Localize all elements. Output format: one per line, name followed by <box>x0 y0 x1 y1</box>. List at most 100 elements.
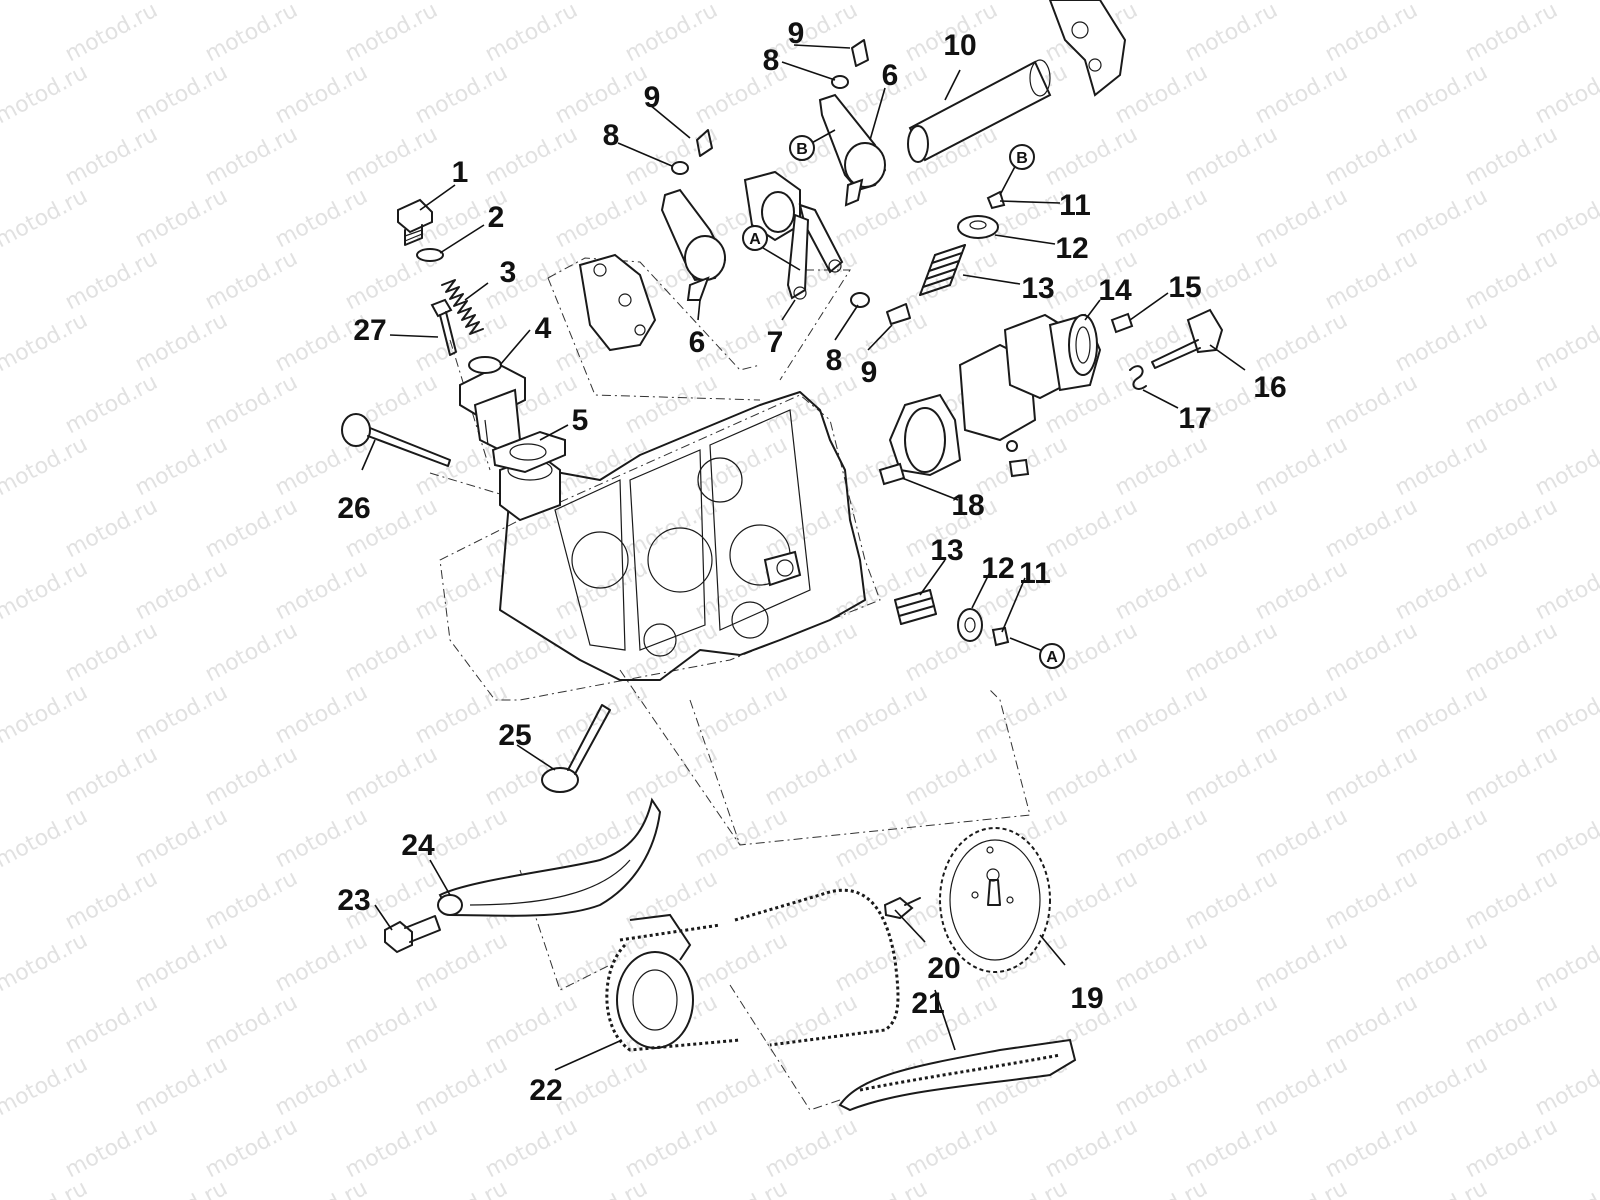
watermark-text: motod.ru <box>1391 308 1492 377</box>
watermark-text: motod.ru <box>691 1176 792 1200</box>
watermark-text: motod.ru <box>0 804 92 873</box>
watermark-text: motod.ru <box>481 0 582 67</box>
watermark-text: motod.ru <box>1531 308 1600 377</box>
callout-6-left: 6 <box>689 326 706 359</box>
watermark-text: motod.ru <box>271 556 372 625</box>
watermark-text: motod.ru <box>831 308 932 377</box>
watermark-text: motod.ru <box>1461 866 1562 935</box>
watermark-text: motod.ru <box>1461 742 1562 811</box>
watermark-text: motod.ru <box>201 990 302 1059</box>
watermark-text: motod.ru <box>621 742 722 811</box>
valve-spring-set-lower <box>894 589 1010 647</box>
watermark-text: motod.ru <box>1531 60 1600 129</box>
watermark-text: motod.ru <box>201 246 302 315</box>
callout-12-lower: 12 <box>981 552 1014 585</box>
watermark-text: motod.ru <box>1041 1114 1142 1183</box>
rocker-support-block <box>578 253 657 352</box>
watermark-text: motod.ru <box>1181 866 1282 935</box>
watermark-text: motod.ru <box>131 60 232 129</box>
watermark-text: motod.ru <box>1111 556 1212 625</box>
watermark-text: motod.ru <box>1251 928 1352 997</box>
watermark-text: motod.ru <box>1251 1052 1352 1121</box>
svg-text:B: B <box>1016 150 1028 167</box>
watermark-text: motod.ru <box>1181 0 1282 67</box>
watermark-text: motod.ru <box>551 1176 652 1200</box>
watermark-text: motod.ru <box>1111 928 1212 997</box>
watermark-text: motod.ru <box>61 0 162 67</box>
spring-clip <box>1129 365 1147 390</box>
callout-5: 5 <box>572 404 589 437</box>
watermark-text: motod.ru <box>341 742 442 811</box>
watermark-text: motod.ru <box>901 742 1002 811</box>
watermark-text: motod.ru <box>341 122 442 191</box>
watermark-text: motod.ru <box>1321 990 1422 1059</box>
watermark-text: motod.ru <box>61 246 162 315</box>
watermark-text: motod.ru <box>831 556 932 625</box>
watermark-text: motod.ru <box>1251 804 1352 873</box>
watermark-text: motod.ru <box>411 680 512 749</box>
callout-8-left: 8 <box>603 119 620 152</box>
watermark-text: motod.ru <box>271 184 372 253</box>
watermark-text: motod.ru <box>61 494 162 563</box>
watermark-text: motod.ru <box>0 432 92 501</box>
watermark-text: motod.ru <box>1531 1052 1600 1121</box>
watermark-text: motod.ru <box>1461 990 1562 1059</box>
watermark-text: motod.ru <box>1111 680 1212 749</box>
watermark-text: motod.ru <box>1321 742 1422 811</box>
watermark-text: motod.ru <box>131 556 232 625</box>
watermark-text: motod.ru <box>131 1176 232 1200</box>
watermark-text: motod.ru <box>61 990 162 1059</box>
watermark-text: motod.ru <box>341 618 442 687</box>
watermark-text: motod.ru <box>1111 432 1212 501</box>
watermark-text: motod.ru <box>761 370 862 439</box>
watermark-text: motod.ru <box>1041 122 1142 191</box>
reference-mark-b-right: B <box>1009 144 1035 170</box>
sprocket-bolt <box>883 896 921 920</box>
tensioner-gasket <box>491 430 566 474</box>
watermark-text: motod.ru <box>0 928 92 997</box>
upper-bracket <box>1048 0 1127 97</box>
watermark-text: motod.ru <box>411 556 512 625</box>
watermark-text: motod.ru <box>971 1176 1072 1200</box>
watermark-text: motod.ru <box>1181 122 1282 191</box>
callout-19: 19 <box>1070 982 1103 1015</box>
watermark-text: motod.ru <box>61 370 162 439</box>
watermark-text: motod.ru <box>691 680 792 749</box>
watermark-text: motod.ru <box>1461 370 1562 439</box>
watermark-text: motod.ru <box>901 1114 1002 1183</box>
watermark-text: motod.ru <box>61 618 162 687</box>
watermark-text: motod.ru <box>1111 804 1212 873</box>
watermark-text: motod.ru <box>201 742 302 811</box>
cylinder-head <box>439 391 881 701</box>
watermark-text: motod.ru <box>1461 122 1562 191</box>
watermark-text: motod.ru <box>761 990 862 1059</box>
watermark-text: motod.ru <box>1251 1176 1352 1200</box>
watermark-text: motod.ru <box>621 1114 722 1183</box>
callout-labels: 1 2 3 27 4 5 26 25 9 8 6 7 8 9 9 8 6 10 … <box>337 17 1286 1107</box>
watermark-text: motod.ru <box>1391 60 1492 129</box>
watermark-text: motod.ru <box>0 680 92 749</box>
callout-13-lower: 13 <box>930 534 963 567</box>
watermark-text: motod.ru <box>831 680 932 749</box>
watermark-text: motod.ru <box>0 556 92 625</box>
guide-bolt <box>384 915 441 954</box>
watermark-text: motod.ru <box>551 432 652 501</box>
watermark-text: motod.ru <box>1251 308 1352 377</box>
watermark-text: motod.ru <box>0 184 92 253</box>
watermark-text: motod.ru <box>201 1114 302 1183</box>
reference-mark-a-upper: A <box>742 225 768 251</box>
watermark-text: motod.ru <box>481 1114 582 1183</box>
intake-valve <box>341 413 451 467</box>
callout-23: 23 <box>337 884 370 917</box>
exhaust-valve <box>541 704 611 793</box>
chain-tensioner-blade <box>838 1038 1077 1112</box>
watermark-text: motod.ru <box>1391 432 1492 501</box>
watermark-text: motod.ru <box>551 1052 652 1121</box>
watermark-text: motod.ru <box>0 1052 92 1121</box>
callout-15: 15 <box>1168 271 1201 304</box>
watermark-text: motod.ru <box>1531 556 1600 625</box>
watermark-text: motod.ru <box>1461 246 1562 315</box>
callout-9-top: 9 <box>788 17 805 50</box>
watermark-text: motod.ru <box>481 246 582 315</box>
